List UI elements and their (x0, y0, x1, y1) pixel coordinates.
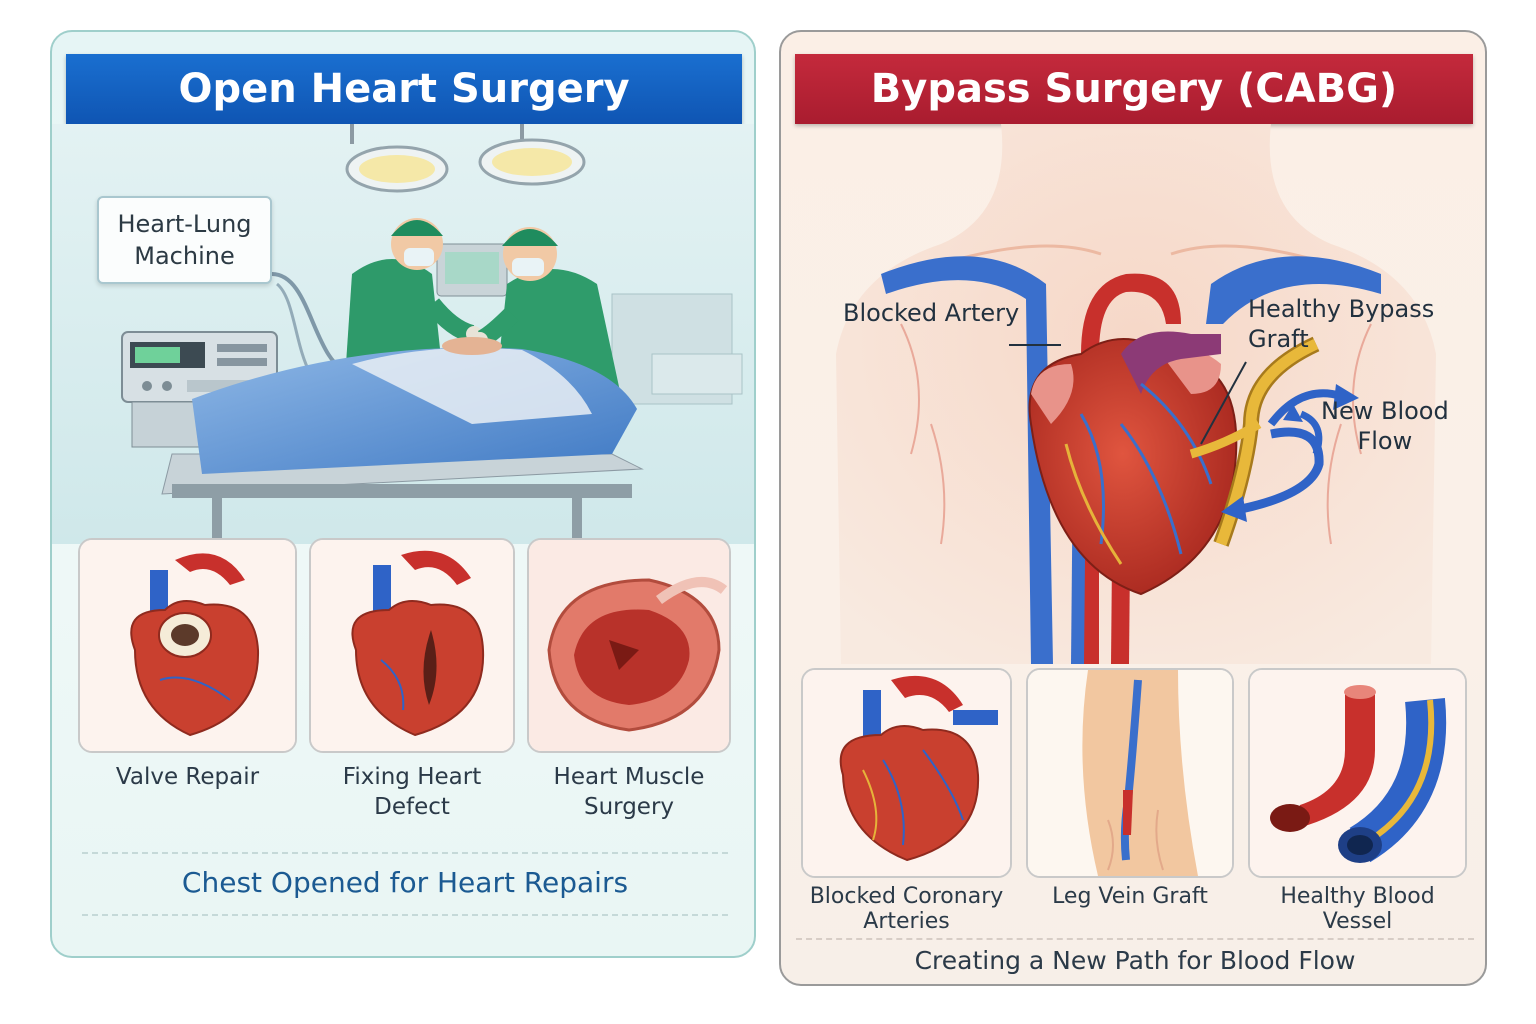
operating-room-illustration (52, 124, 754, 544)
leg-vein-icon (1028, 670, 1232, 876)
blocked-coronary-arteries-tile (801, 668, 1012, 878)
bypass-surgery-title: Bypass Surgery (CABG) (795, 54, 1473, 124)
fixing-heart-defect-tile (309, 538, 515, 753)
leg-vein-graft-label-line1: Leg Vein Graft (1052, 884, 1208, 909)
fixing-heart-defect-label-line2: Defect (374, 794, 450, 820)
healthy-blood-vessel-label: Healthy Blood Vessel (1248, 884, 1467, 934)
valve-repair-heart-icon (80, 540, 295, 751)
open-heart-caption: Chest Opened for Heart Repairs (181, 866, 629, 899)
heart-muscle-surgery-label-line1: Heart Muscle (553, 764, 705, 790)
healthy-blood-vessel-label-line1: Healthy Blood Vessel (1280, 884, 1435, 934)
right-divider (796, 938, 1474, 940)
open-heart-surgery-panel: Open Heart Surgery (50, 30, 756, 958)
torso-heart-illustration (836, 124, 1436, 664)
left-divider-top (82, 852, 728, 854)
healthy-blood-vessel-tile (1248, 668, 1467, 878)
bypass-graft-callout: Healthy Bypass Graft (1248, 295, 1435, 353)
new-blood-flow-line2: Flow (1357, 427, 1413, 455)
heart-muscle-surgery-label: Heart Muscle Surgery (527, 762, 731, 822)
blocked-coronary-label-line2: Arteries (863, 909, 950, 934)
open-heart-surgery-title: Open Heart Surgery (66, 54, 742, 124)
heart-lung-machine-text: Heart-Lung Machine (117, 210, 252, 270)
leg-vein-graft-label: Leg Vein Graft (1026, 884, 1234, 909)
blocked-coronary-label: Blocked Coronary Arteries (801, 884, 1012, 934)
bypass-caption: Creating a New Path for Blood Flow (914, 946, 1356, 975)
fixing-heart-defect-label: Fixing Heart Defect (309, 762, 515, 822)
healthy-vessel-icon (1250, 670, 1465, 876)
valve-repair-label: Valve Repair (78, 762, 297, 792)
fixing-heart-defect-label-line1: Fixing Heart (342, 764, 482, 790)
new-blood-flow-line1: New Blood (1321, 397, 1449, 425)
left-divider-bottom (82, 914, 728, 916)
blocked-coronary-label-line1: Blocked Coronary (809, 884, 1004, 909)
leg-vein-graft-tile (1026, 668, 1234, 878)
bypass-surgery-panel: Bypass Surgery (CABG) (779, 30, 1487, 986)
heart-muscle-icon (529, 540, 729, 751)
valve-repair-label-line1: Valve Repair (115, 764, 260, 790)
heart-defect-icon (311, 540, 513, 751)
valve-repair-tile (78, 538, 297, 753)
heart-lung-machine-label: Heart-Lung Machine (97, 196, 272, 284)
blocked-coronary-heart-icon (803, 670, 1010, 876)
blocked-artery-callout: Blocked Artery (843, 299, 1020, 327)
new-blood-flow-callout: New Blood Flow (1321, 396, 1449, 456)
heart-muscle-surgery-label-line2: Surgery (583, 794, 675, 820)
heart-muscle-surgery-tile (527, 538, 731, 753)
